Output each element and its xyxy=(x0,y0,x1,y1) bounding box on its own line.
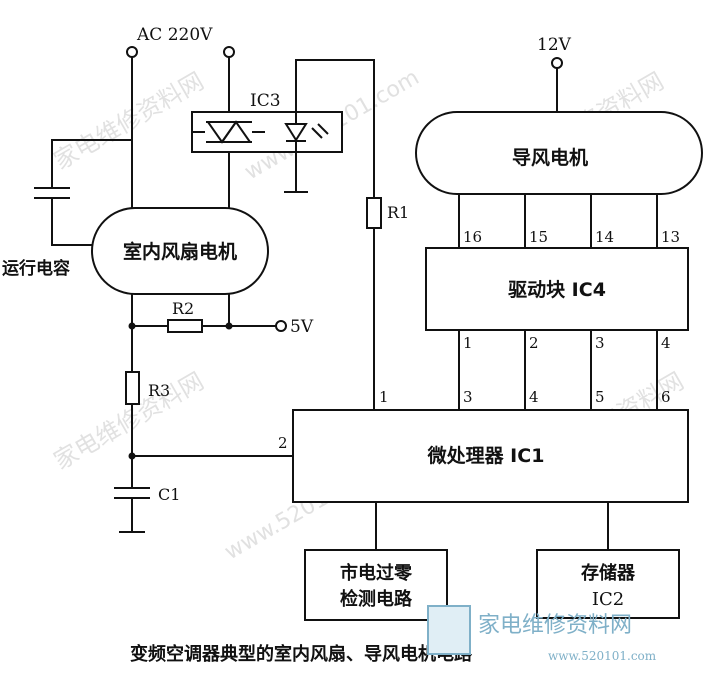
pin-label: 5 xyxy=(595,388,605,406)
zero-cross-label: 市电过零 xyxy=(340,562,413,584)
memory-box xyxy=(536,549,680,619)
louver-motor-body xyxy=(415,111,703,195)
pin-label: 14 xyxy=(595,228,614,246)
site-logo: 家电维修资料网 www.520101.com xyxy=(427,605,657,663)
zero-cross-box xyxy=(304,549,448,621)
driver-ic4-box xyxy=(425,247,689,331)
12v-terminal xyxy=(551,57,563,69)
r2-branch: R2 5V xyxy=(128,294,314,372)
ac-terminal-right xyxy=(223,46,235,58)
5v-terminal xyxy=(275,320,287,332)
pin-label: 2 xyxy=(529,334,539,352)
ic3-opto-triac: IC3 xyxy=(191,59,375,198)
pin-label: 4 xyxy=(529,388,539,406)
memory-label: IC2 xyxy=(592,589,624,610)
pin-label: 3 xyxy=(595,334,605,352)
site-logo-text: 家电维修资料网 xyxy=(478,613,632,638)
run-capacitor: 运行电容 xyxy=(2,139,132,279)
r2-label: R2 xyxy=(172,299,194,318)
pin-label: 1 xyxy=(463,334,473,352)
mcu-ic1-label: 微处理器 IC1 xyxy=(427,444,545,467)
r1-body xyxy=(366,197,382,229)
peripheral-blocks: 市电过零 检测电路 存储器 IC2 xyxy=(304,502,680,621)
pin-label: 2 xyxy=(278,434,288,452)
zero-cross-label: 检测电路 xyxy=(340,588,413,610)
louver-motor: 12V 导风电机 xyxy=(415,35,703,195)
mcu-ic1: 微处理器 IC1 xyxy=(292,409,689,503)
site-logo-url: www.520101.com xyxy=(548,649,657,663)
ac-supply-label: AC 220V xyxy=(136,25,213,45)
r1-resistor: R1 xyxy=(366,197,409,410)
motor-driver-wires: 16 15 14 13 xyxy=(458,194,680,248)
pin-label: 1 xyxy=(379,388,389,406)
pin-label: 3 xyxy=(463,388,473,406)
mcu-ic1-box xyxy=(292,409,689,503)
site-logo-icon xyxy=(427,605,471,655)
r3-label: R3 xyxy=(148,381,170,400)
ac-terminal-left xyxy=(126,46,138,58)
r1-label: R1 xyxy=(387,203,409,222)
indoor-fan-motor-body xyxy=(91,207,269,295)
driver-ic4-label: 驱动块 IC4 xyxy=(508,279,606,301)
pin-label: 4 xyxy=(661,334,671,352)
pin-label: 15 xyxy=(529,228,548,246)
driver-mcu-wires: 1 2 3 4 3 4 5 6 1 2 xyxy=(278,330,671,452)
watermark-text: 家电维修资料网 xyxy=(49,67,208,175)
5v-label: 5V xyxy=(290,317,314,337)
r3-c1-branch: R3 C1 xyxy=(114,371,293,533)
pin-label: 16 xyxy=(463,228,482,246)
r2-body xyxy=(167,319,203,333)
pin-label: 6 xyxy=(661,388,671,406)
indoor-fan-motor-label: 室内风扇电机 xyxy=(123,240,237,263)
memory-label: 存储器 xyxy=(581,562,636,584)
louver-motor-label: 导风电机 xyxy=(512,146,588,169)
12v-label: 12V xyxy=(537,35,572,55)
figure-caption: 变频空调器典型的室内风扇、导风电机电路 xyxy=(130,643,473,665)
r3-body xyxy=(125,371,140,405)
ac-supply: AC 220V xyxy=(126,25,235,215)
pin-label: 13 xyxy=(661,228,680,246)
driver-ic4: 驱动块 IC4 xyxy=(425,247,689,331)
c1-label: C1 xyxy=(158,485,180,504)
indoor-fan-motor: 室内风扇电机 xyxy=(91,207,269,295)
ic3-label: IC3 xyxy=(250,91,281,111)
run-capacitor-label: 运行电容 xyxy=(2,258,70,279)
